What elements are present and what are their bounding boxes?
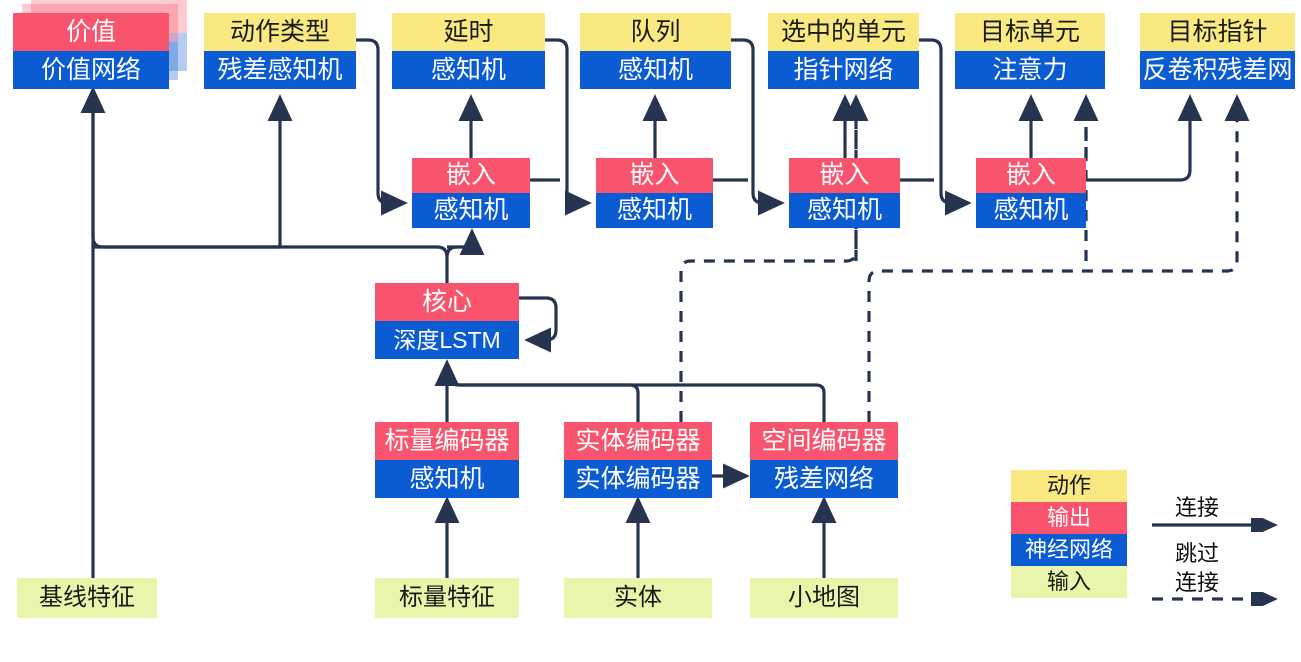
node-spatial_enc[interactable]: 空间编码器残差网络 <box>750 422 898 498</box>
node-target_unit-bottom-label: 注意力 <box>955 51 1105 89</box>
node-queued-bottom-label: 感知机 <box>580 51 731 89</box>
node-entity_enc-top-label: 实体编码器 <box>564 422 712 460</box>
input-entities[interactable]: 实体 <box>564 578 712 618</box>
node-queued-top-label: 队列 <box>580 13 731 51</box>
input-scalar_features-label: 标量特征 <box>375 578 519 618</box>
node-selected-bottom-label: 指针网络 <box>768 51 919 89</box>
node-embed4-top-label: 嵌入 <box>976 158 1086 193</box>
node-target_unit-top-label: 目标单元 <box>955 13 1105 51</box>
node-value-top-label: 价值 <box>13 13 169 51</box>
wire-delay-to-embed2 <box>545 38 592 216</box>
node-value-bottom-label: 价值网络 <box>13 51 169 89</box>
legend-output: 输出 <box>1011 502 1127 534</box>
node-core[interactable]: 核心深度LSTM <box>375 283 519 359</box>
node-delay[interactable]: 延时感知机 <box>392 13 545 89</box>
wire-core-to-valuebus <box>91 98 449 283</box>
legend-network: 神经网络 <box>1011 534 1127 566</box>
node-embed1-bottom-label: 感知机 <box>412 193 530 228</box>
legend-skip-arrow <box>1152 592 1278 606</box>
node-scalar_enc-bottom-label: 感知机 <box>375 460 519 498</box>
node-delay-top-label: 延时 <box>392 13 545 51</box>
node-scalar_enc[interactable]: 标量编码器感知机 <box>375 422 519 498</box>
node-embed3-top-label: 嵌入 <box>789 158 900 193</box>
node-selected[interactable]: 选中的单元指针网络 <box>768 13 919 89</box>
wire-entityenc-to-corebus <box>445 373 640 422</box>
legend-skip-label-2: 连接 <box>1174 570 1220 595</box>
wire-spatialenc-to-corebus <box>445 373 826 422</box>
node-action_type-top-label: 动作类型 <box>204 13 356 51</box>
node-spatial_enc-top-label: 空间编码器 <box>750 422 898 460</box>
wire-queued-to-embed3 <box>731 38 785 216</box>
input-baseline_features[interactable]: 基线特征 <box>17 578 157 618</box>
node-embed2-bottom-label: 感知机 <box>596 193 713 228</box>
skip-spatialenc-to-targetpoint <box>867 94 1250 422</box>
wire-actiontype-to-embed1 <box>356 38 408 216</box>
node-scalar_enc-top-label: 标量编码器 <box>375 422 519 460</box>
wire-selected-to-embed4 <box>919 38 972 216</box>
node-target_point[interactable]: 目标指针反卷积残差网 <box>1140 13 1295 89</box>
legend-input: 输入 <box>1011 566 1127 598</box>
skip-connections <box>679 94 1250 422</box>
node-core-bottom-label: 深度LSTM <box>375 321 519 359</box>
node-target_point-top-label: 目标指针 <box>1140 13 1295 51</box>
node-entity_enc-bottom-label: 实体编码器 <box>564 460 712 498</box>
node-action_type[interactable]: 动作类型残差感知机 <box>204 13 356 89</box>
node-target_unit[interactable]: 目标单元注意力 <box>955 13 1105 89</box>
legend-connection-label: 连接 <box>1174 495 1220 520</box>
node-delay-bottom-label: 感知机 <box>392 51 545 89</box>
node-core-top-label: 核心 <box>375 283 519 321</box>
node-embed4-bottom-label: 感知机 <box>976 193 1086 228</box>
node-selected-top-label: 选中的单元 <box>768 13 919 51</box>
node-embed1[interactable]: 嵌入感知机 <box>412 158 530 228</box>
wire-core-self-loop <box>519 296 558 353</box>
legend-connection-arrow <box>1152 518 1278 532</box>
node-spatial_enc-bottom-label: 残差网络 <box>750 460 898 498</box>
node-embed2[interactable]: 嵌入感知机 <box>596 158 713 228</box>
input-baseline_features-label: 基线特征 <box>17 578 157 618</box>
input-minimap-label: 小地图 <box>750 578 898 618</box>
legend-action: 动作 <box>1011 470 1127 502</box>
node-action_type-bottom-label: 残差感知机 <box>204 51 356 89</box>
node-value[interactable]: 价值价值网络 <box>13 13 169 89</box>
node-embed3-bottom-label: 感知机 <box>789 193 900 228</box>
node-embed2-top-label: 嵌入 <box>596 158 713 193</box>
node-embed4[interactable]: 嵌入感知机 <box>976 158 1086 228</box>
node-entity_enc[interactable]: 实体编码器实体编码器 <box>564 422 712 498</box>
node-target_point-bottom-label: 反卷积残差网 <box>1140 51 1295 89</box>
input-entities-label: 实体 <box>564 578 712 618</box>
legend-skip-label-1: 跳过 <box>1174 541 1220 566</box>
skip-entityenc-to-selected <box>679 94 869 422</box>
input-scalar_features[interactable]: 标量特征 <box>375 578 519 618</box>
node-embed3[interactable]: 嵌入感知机 <box>789 158 900 228</box>
node-embed1-top-label: 嵌入 <box>412 158 530 193</box>
wire-core-to-embed1 <box>445 228 485 258</box>
wire-embed4-to-targetpoint <box>1086 94 1203 182</box>
node-queued[interactable]: 队列感知机 <box>580 13 731 89</box>
input-minimap[interactable]: 小地图 <box>750 578 898 618</box>
